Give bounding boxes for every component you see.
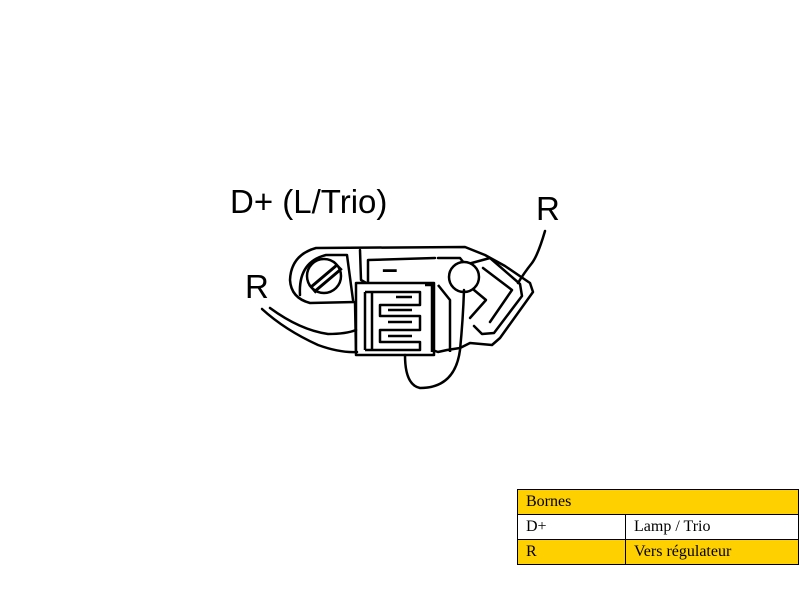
table-row: D+ Lamp / Trio [517, 514, 799, 540]
minus-marking: – [382, 253, 398, 284]
label-r-left: R [245, 268, 269, 305]
table-row: R Vers régulateur [517, 539, 799, 565]
label-dplus-lamp-trio: D+ (L/Trio) [230, 183, 387, 220]
terminal-description: Vers régulateur [625, 539, 799, 565]
terminal-table: Bornes D+ Lamp / Trio R Vers régulateur [517, 489, 799, 565]
wire-r-right [516, 229, 547, 285]
table-header-cell: Bornes [517, 489, 799, 515]
table-header-row: Bornes [517, 489, 799, 515]
terminal-name: D+ [517, 514, 626, 540]
terminal-description: Lamp / Trio [625, 514, 799, 540]
wire-dplus-loop [403, 288, 466, 390]
label-r-right: R [536, 190, 560, 227]
wire-r-left [260, 307, 359, 354]
terminal-name: R [517, 539, 626, 565]
dplus-terminal-post [447, 260, 481, 294]
screw-icon [305, 257, 343, 295]
plug-connector [354, 281, 452, 357]
wires [260, 229, 547, 390]
